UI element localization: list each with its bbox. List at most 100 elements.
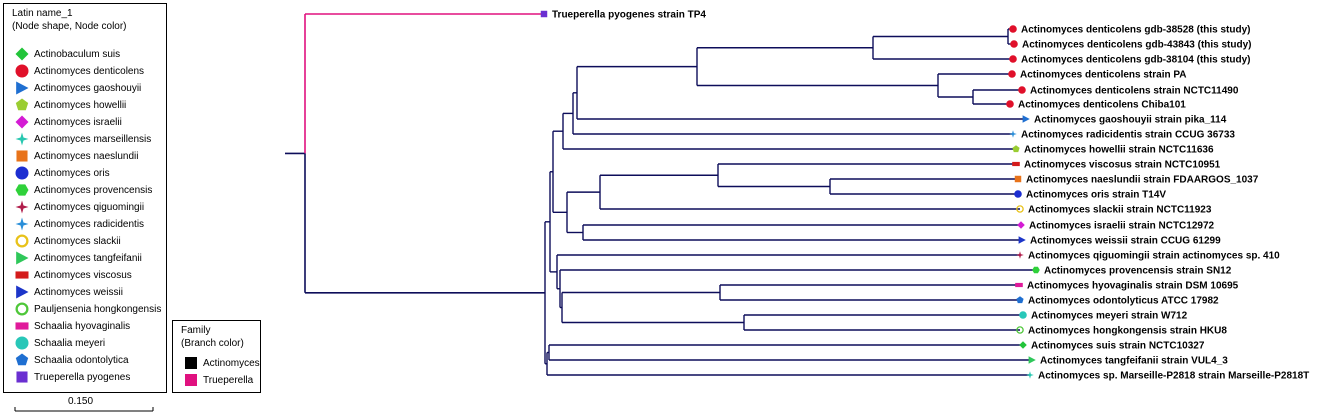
legend-item-actinomyces-howellii: Actinomyces howellii [14, 97, 126, 113]
legend-item-actinomyces-weissii: Actinomyces weissii [14, 284, 123, 300]
species-legend-title-line2: (Node shape, Node color) [12, 21, 127, 32]
legend-item-label: Actinomyces radicidentis [34, 218, 145, 230]
pentagon-icon [15, 353, 29, 366]
legend-item-label: Trueperella pyogenes [34, 371, 131, 383]
tip-marker-hexagon-icon [1032, 266, 1040, 274]
legend-item-label: Actinomyces slackii [34, 235, 121, 247]
tip-marker-triangle-right-icon [1022, 115, 1030, 123]
tip-label: Actinomyces naeslundii strain FDAARGOS_1… [1026, 175, 1259, 186]
tip-marker-star4-icon [1009, 130, 1017, 138]
legend-item-label: Actinomyces howellii [34, 99, 127, 111]
legend-item-pauljensenia-hongkongensis: Pauljensenia hongkongensis [14, 301, 161, 317]
tip-marker-diamond-icon [1019, 341, 1027, 349]
legend-item-label: Actinomyces oris [34, 167, 110, 179]
tip-marker-circle-icon [1010, 40, 1018, 48]
tip-marker-pentagon-icon [1012, 145, 1020, 153]
legend-item-label: Actinomyces marseillensis [34, 133, 152, 145]
tip-marker-star4-icon [1016, 251, 1024, 259]
square-icon [16, 150, 28, 162]
legend-item-label: Actinomyces denticolens [34, 65, 145, 77]
legend-item-trueperella-pyogenes: Trueperella pyogenes [14, 369, 130, 385]
tip-marker-circle-icon [1014, 190, 1022, 198]
tip-marker-rect-icon [1012, 161, 1020, 167]
tip-label: Actinomyces gaoshouyii strain pika_114 [1034, 115, 1227, 126]
scale-bar: 0.150 [14, 396, 154, 412]
legend-item-actinomyces-gaoshouyii: Actinomyces gaoshouyii [14, 80, 141, 96]
pentagon-icon [15, 98, 29, 111]
legend-item-label: Actinomyces naeslundii [34, 150, 139, 162]
tip-label: Actinomyces denticolens Chiba101 [1018, 100, 1186, 111]
legend-item-schaalia-odontolytica: Schaalia odontolytica [14, 352, 129, 368]
species-legend-title-line1: Latin name_1 [12, 8, 73, 19]
tip-marker-star4-icon [1026, 371, 1034, 379]
circle-icon [15, 166, 29, 180]
tip-marker-rect-icon [1015, 282, 1023, 288]
species-legend-title: Latin name_1 (Node shape, Node color) [4, 4, 166, 33]
tip-label: Actinomyces odontolyticus ATCC 17982 [1028, 296, 1219, 307]
tip-label: Actinomyces weissii strain CCUG 61299 [1030, 236, 1221, 247]
legend-item-actinomyces-denticolens: Actinomyces denticolens [14, 63, 144, 79]
tip-label: Actinomyces provencensis strain SN12 [1044, 266, 1232, 277]
tip-label: Actinomyces hyovaginalis strain DSM 1069… [1027, 281, 1239, 292]
tip-label: Actinomyces meyeri strain W712 [1031, 311, 1188, 322]
legend-item-label: Actinomyces qiguomingii [34, 201, 145, 213]
family-item-label: Trueperella [203, 374, 254, 386]
tip-label: Actinomyces denticolens strain NCTC11490 [1030, 86, 1239, 97]
legend-item-actinobaculum-suis: Actinobaculum suis [14, 46, 120, 62]
tip-marker-square-icon [540, 10, 548, 18]
tip-marker-circle-icon [1016, 205, 1024, 213]
tip-marker-circle-icon [1009, 55, 1017, 63]
legend-item-actinomyces-radicidentis: Actinomyces radicidentis [14, 216, 144, 232]
tip-marker-circle-icon [1018, 86, 1026, 94]
tip-label: Actinomyces israelii strain NCTC12972 [1029, 221, 1215, 232]
legend-item-actinomyces-qiguomingii: Actinomyces qiguomingii [14, 199, 144, 215]
circle-icon [15, 336, 29, 350]
tip-label: Actinomyces denticolens gdb-38528 (this … [1021, 25, 1251, 36]
tip-label: Actinomyces denticolens gdb-38104 (this … [1021, 55, 1251, 66]
circle-icon [15, 302, 29, 316]
legend-item-actinomyces-slackii: Actinomyces slackii [14, 233, 121, 249]
legend-item-actinomyces-naeslundii: Actinomyces naeslundii [14, 148, 139, 164]
tip-marker-triangle-right-icon [1018, 236, 1026, 244]
legend-item-label: Schaalia odontolytica [34, 354, 129, 366]
legend-item-actinomyces-tangfeifanii: Actinomyces tangfeifanii [14, 250, 142, 266]
legend-item-actinomyces-oris: Actinomyces oris [14, 165, 110, 181]
family-legend-title-line2: (Branch color) [181, 338, 244, 349]
rect-icon [15, 322, 29, 330]
legend-item-schaalia-meyeri: Schaalia meyeri [14, 335, 105, 351]
hexagon-icon [15, 184, 29, 196]
legend-item-actinomyces-israelii: Actinomyces israelii [14, 114, 122, 130]
legend-item-label: Actinomyces weissii [34, 286, 123, 298]
diamond-icon [15, 47, 29, 61]
triangle-right-icon [16, 251, 29, 265]
species-legend: Latin name_1 (Node shape, Node color) Ac… [3, 3, 167, 393]
tip-marker-circle-icon [1009, 25, 1017, 33]
legend-item-actinomyces-marseillensis: Actinomyces marseillensis [14, 131, 151, 147]
legend-item-label: Actinomyces gaoshouyii [34, 82, 142, 94]
tip-marker-circle-icon [1019, 311, 1027, 319]
color-swatch-icon [185, 374, 197, 386]
family-legend-title-line1: Family [181, 325, 211, 336]
tree-branches [285, 13, 1036, 376]
tip-label: Actinomyces oris strain T14V [1026, 190, 1166, 201]
diamond-icon [15, 115, 29, 129]
color-swatch-icon [185, 357, 197, 369]
tip-marker-triangle-right-icon [1028, 356, 1036, 364]
tip-label: Actinomyces hongkongensis strain HKU8 [1028, 326, 1227, 337]
legend-item-label: Actinobaculum suis [34, 48, 121, 60]
family-legend-title: Family (Branch color) [173, 321, 260, 350]
star4-icon [15, 217, 29, 231]
tip-marker-circle-icon [1016, 326, 1024, 334]
tip-label: Actinomyces denticolens strain PA [1020, 70, 1187, 81]
legend-item-actinomyces-viscosus: Actinomyces viscosus [14, 267, 132, 283]
tree-tips: Trueperella pyogenes strain TP4Actinomyc… [540, 10, 1309, 382]
tip-marker-diamond-icon [1017, 221, 1025, 229]
legend-item-label: Actinomyces viscosus [34, 269, 132, 281]
tip-label: Actinomyces howellii strain NCTC11636 [1024, 145, 1214, 156]
tip-marker-circle-icon [1008, 70, 1016, 78]
star4-icon [15, 132, 29, 146]
legend-item-label: Actinomyces provencensis [34, 184, 153, 196]
triangle-right-icon [16, 285, 29, 299]
